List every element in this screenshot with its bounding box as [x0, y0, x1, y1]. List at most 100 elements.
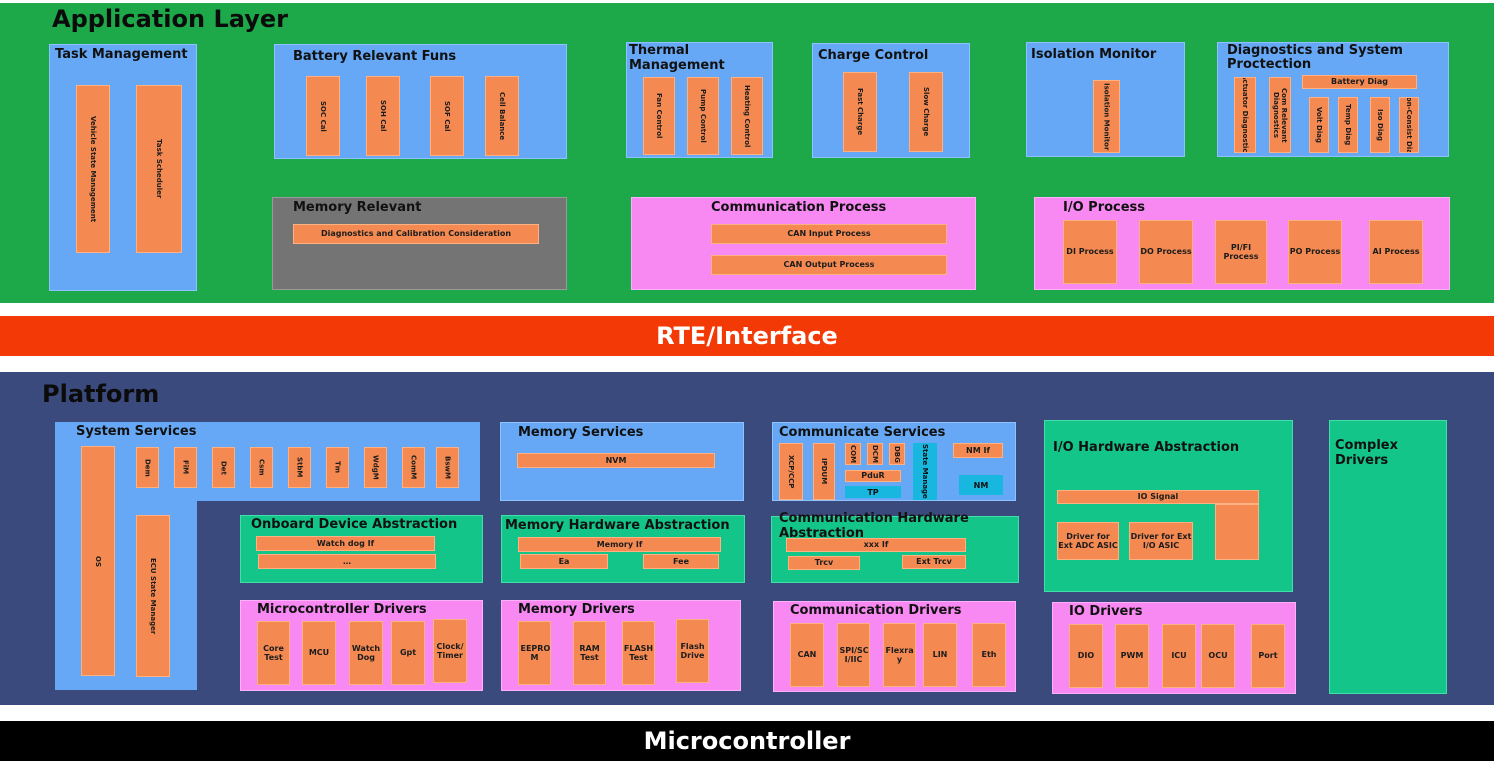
watch-dog-if-module: Watch dog If — [256, 536, 435, 551]
watch-dog-module: Watch Dog — [349, 621, 383, 685]
spi-sci-iic-module: SPI/SC I/IIC — [837, 623, 870, 687]
memory-drivers-block: Memory Drivers EEPRO M RAM Test FLASH Te… — [501, 600, 741, 691]
communication-drivers-title: Communication Drivers — [790, 603, 962, 618]
os-module: OS — [81, 446, 115, 676]
complex-drivers-title-line1: Complex — [1335, 438, 1398, 453]
clock-timer-module: Clock/ Timer — [433, 619, 467, 683]
dem-module: Dem — [136, 447, 159, 488]
com-relevant-diagnostics-module: Com Relevant Diagnostics — [1269, 77, 1291, 153]
com-module: COM — [845, 443, 861, 465]
fee-module: Fee — [643, 554, 719, 569]
can-input-process-module: CAN Input Process — [711, 224, 947, 244]
system-services-title: System Services — [76, 424, 197, 439]
fast-charge-module: Fast Charge — [843, 72, 877, 152]
cell-balance-module: Cell Balance — [485, 76, 519, 156]
ipdum-module: IPDUM — [813, 443, 835, 500]
io-process-block: I/O Process DI Process DO Process PI/FI … — [1034, 197, 1450, 290]
ellipsis-module: … — [258, 554, 436, 569]
charge-control-title: Charge Control — [818, 48, 929, 63]
iso-diag-module: Iso Diag — [1370, 97, 1390, 153]
memory-hw-abstraction-title: Memory Hardware Abstraction — [505, 518, 730, 533]
driver-ext-adc-asic-module: Driver for Ext ADC ASIC — [1057, 522, 1119, 560]
rte-title: RTE/Interface — [656, 322, 838, 350]
driver-ext-io-asic-module: Driver for Ext I/O ASIC — [1129, 522, 1193, 560]
pump-control-module: Pump Control — [687, 77, 719, 155]
io-signal-module: IO Signal — [1057, 490, 1259, 504]
communicate-services-title: Communicate Services — [779, 425, 946, 440]
wdgm-module: WdgM — [364, 447, 387, 488]
volt-diag-module: Volt Diag — [1309, 97, 1329, 153]
heating-control-module: Heating Control — [731, 77, 763, 155]
nm-if-module: NM If — [953, 443, 1003, 458]
mcu-module: MCU — [302, 621, 336, 685]
thermal-management-block: Thermal Management Fan Control Pump Cont… — [626, 42, 773, 158]
communicate-services-block: Communicate Services XCP/CCP IPDUM COM D… — [772, 422, 1016, 501]
diagnostics-calibration-module: Diagnostics and Calibration Consideratio… — [293, 224, 539, 244]
flash-test-module: FLASH Test — [622, 621, 655, 685]
isolation-monitor-module: Isolation Monitor — [1093, 80, 1120, 153]
xxx-if-module: xxx If — [786, 538, 966, 552]
slow-charge-module: Slow Charge — [909, 72, 943, 152]
application-layer-title: Application Layer — [52, 5, 288, 33]
system-services-lower-block — [55, 499, 197, 690]
memory-drivers-title: Memory Drivers — [518, 602, 635, 617]
task-management-block: Task Management Vehicle State Management… — [49, 44, 197, 291]
di-process-module: DI Process — [1063, 220, 1117, 284]
det-module: Det — [212, 447, 235, 488]
csm-module: Csm — [250, 447, 273, 488]
stbm-module: StbM — [288, 447, 311, 488]
actuator-diagnostics-module: Actuator Diagnostics — [1234, 77, 1256, 153]
thermal-title-line1: Thermal — [629, 43, 690, 58]
io-hw-abstraction-title: I/O Hardware Abstraction — [1053, 440, 1240, 455]
state-manage-module: State Manage — [913, 443, 937, 500]
platform-layer: Platform System Services OS ECU State Ma… — [0, 372, 1494, 705]
thermal-title-line2: Management — [629, 58, 725, 73]
complex-drivers-title-line2: Drivers — [1335, 453, 1389, 468]
temp-diag-module: Temp Diag — [1338, 97, 1358, 153]
platform-title: Platform — [42, 380, 160, 408]
io-signal-extension — [1215, 504, 1259, 560]
memory-if-module: Memory If — [518, 537, 721, 552]
communication-process-title: Communication Process — [711, 200, 887, 215]
soc-cal-module: SOC Cal — [306, 76, 340, 156]
communication-process-block: Communication Process CAN Input Process … — [631, 197, 976, 290]
ext-trcv-module: Ext Trcv — [902, 555, 966, 569]
microcontroller-layer: Microcontroller — [0, 721, 1494, 761]
memory-relevant-block: Memory Relevant Diagnostics and Calibrat… — [272, 197, 567, 290]
dbg-module: DBG — [889, 443, 905, 465]
fan-control-module: Fan Control — [643, 77, 675, 155]
diagnostics-title-line2: Proctection — [1227, 57, 1312, 72]
pwm-module: PWM — [1115, 624, 1149, 688]
memory-relevant-title: Memory Relevant — [293, 200, 422, 215]
sof-cal-module: SOF Cal — [430, 76, 464, 156]
complex-drivers-block: Complex Drivers — [1329, 420, 1447, 694]
nm-module: NM — [959, 475, 1003, 495]
isolation-monitor-block: Isolation Monitor Isolation Monitor — [1026, 42, 1185, 157]
communication-drivers-block: Communication Drivers CAN SPI/SC I/IIC F… — [773, 601, 1016, 692]
tp-module: TP — [845, 486, 901, 498]
can-output-process-module: CAN Output Process — [711, 255, 947, 275]
isolation-monitor-title: Isolation Monitor — [1031, 47, 1157, 62]
battery-diag-module: Battery Diag — [1302, 75, 1417, 89]
soh-cal-module: SOH Cal — [366, 76, 400, 156]
can-module: CAN — [790, 623, 824, 687]
battery-relevant-block: Battery Relevant Funs SOC Cal SOH Cal SO… — [274, 44, 567, 159]
tm-module: Tm — [326, 447, 349, 488]
xcp-ccp-module: XCP/CCP — [779, 443, 803, 500]
eeprom-module: EEPRO M — [518, 621, 551, 685]
task-scheduler-module: Task Scheduler — [136, 85, 182, 253]
memory-services-title: Memory Services — [518, 425, 644, 440]
trcv-module: Trcv — [788, 556, 860, 570]
do-process-module: DO Process — [1139, 220, 1193, 284]
vehicle-state-management-module: Vehicle State Management — [76, 85, 110, 253]
microcontroller-title: Microcontroller — [643, 727, 851, 755]
microcontroller-drivers-title: Microcontroller Drivers — [257, 602, 427, 617]
memory-hw-abstraction-block: Memory Hardware Abstraction Memory If Ea… — [501, 515, 745, 583]
bswm-module: BswM — [436, 447, 459, 488]
memory-services-block: Memory Services NVM — [500, 422, 744, 501]
io-process-title: I/O Process — [1063, 200, 1146, 215]
battery-relevant-title: Battery Relevant Funs — [293, 49, 457, 64]
io-hw-abstraction-block: I/O Hardware Abstraction IO Signal Drive… — [1044, 420, 1293, 592]
task-management-title: Task Management — [55, 47, 188, 62]
icu-module: ICU — [1162, 624, 1196, 688]
